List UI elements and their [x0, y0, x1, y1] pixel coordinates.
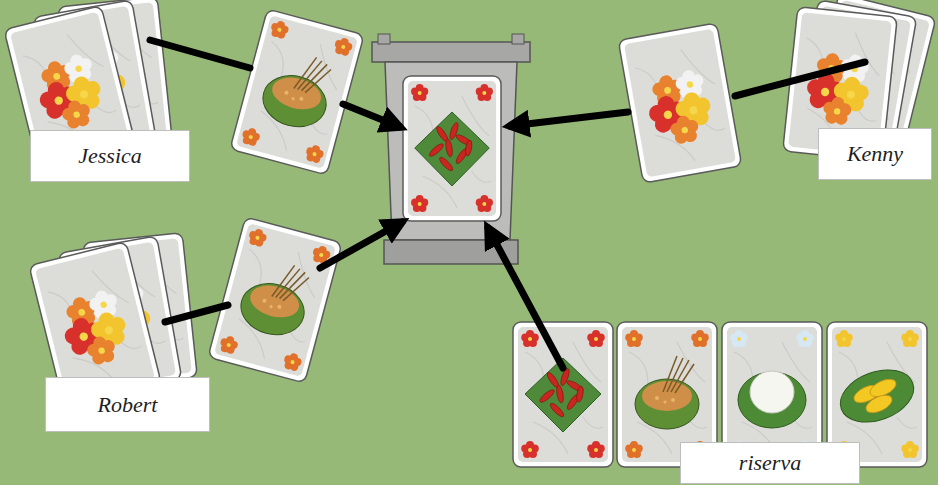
player-name: riserva [739, 450, 801, 475]
player-name: Robert [98, 392, 158, 417]
player-name: Kenny [847, 141, 903, 166]
player-label: riserva [680, 442, 860, 484]
lead-card [403, 76, 501, 221]
played-card [230, 9, 364, 175]
play-arrows [150, 40, 865, 368]
player-name: Jessica [78, 143, 142, 168]
played-card [618, 23, 742, 183]
player-label: Jessica [30, 130, 190, 182]
player-label: Kenny [818, 128, 932, 180]
played-card [208, 217, 342, 383]
player-label: Robert [45, 377, 210, 432]
